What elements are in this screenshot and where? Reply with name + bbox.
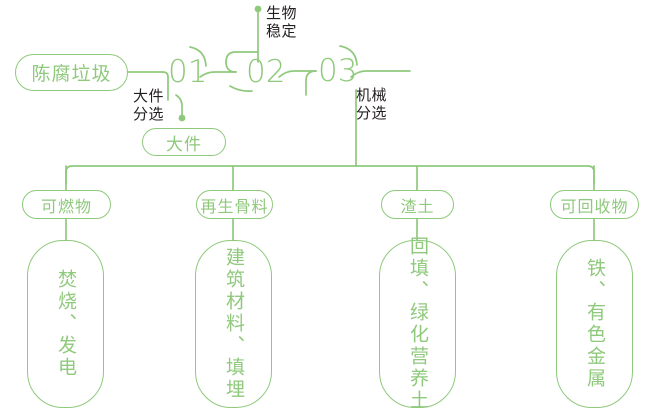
wire-01-to-bulky xyxy=(175,94,183,118)
outcome-text-slag-soil: 回填、绿化营养土 xyxy=(407,236,428,412)
arc-03-left xyxy=(305,70,317,96)
outcome-text-combustibles: 焚烧、发电 xyxy=(55,269,76,379)
outcome-box-recyclables[interactable]: 铁、有色金属 xyxy=(556,240,633,408)
category-pill-recyclables[interactable]: 可回收物 xyxy=(550,190,639,219)
stage-note-biological-stabilization: 生物 稳定 xyxy=(266,5,298,40)
stage-number-03[interactable]: 03 xyxy=(318,53,358,89)
bullet-bio xyxy=(254,5,262,13)
root-node-stale-waste[interactable]: 陈腐垃圾 xyxy=(15,54,128,91)
output-node-bulky[interactable]: 大件 xyxy=(142,128,226,156)
stage-number-02[interactable]: 02 xyxy=(246,54,286,90)
stage-number-01[interactable]: 01 xyxy=(168,54,208,90)
arc-02-left xyxy=(225,61,237,73)
bullet-bulky xyxy=(178,114,186,122)
category-pill-combustibles[interactable]: 可燃物 xyxy=(22,190,111,219)
outcome-text-recycled-aggregate: 建筑材料、填埋 xyxy=(223,247,244,401)
wire-03-right xyxy=(350,70,411,78)
stage-note-mechanical-sorting: 机械 分选 xyxy=(356,87,388,122)
category-pill-recycled-aggregate[interactable]: 再生骨料 xyxy=(196,190,273,219)
outcome-box-combustibles[interactable]: 焚烧、发电 xyxy=(27,240,104,408)
category-pill-slag-soil[interactable]: 渣土 xyxy=(381,190,454,219)
stage-note-bulky-sorting: 大件 分选 xyxy=(133,88,165,123)
outcome-text-recyclables: 铁、有色金属 xyxy=(584,258,605,390)
outcome-box-recycled-aggregate[interactable]: 建筑材料、填埋 xyxy=(195,240,272,408)
wire-bus xyxy=(65,165,595,185)
outcome-box-slag-soil[interactable]: 回填、绿化营养土 xyxy=(379,236,456,412)
